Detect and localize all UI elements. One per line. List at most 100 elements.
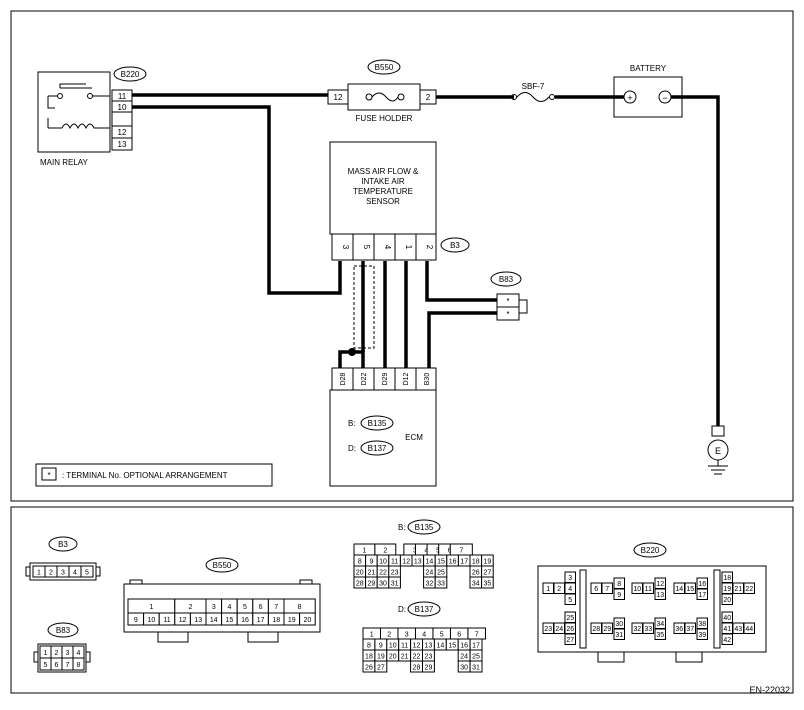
b220-pin-22: 22 (745, 586, 753, 593)
fuse-connector-label: B550 (375, 63, 394, 72)
b137-pin-1: 1 (370, 631, 374, 638)
b135-pin-5: 5 (436, 547, 440, 554)
wire-relay-maf (132, 105, 342, 295)
b220-pin-39: 39 (698, 632, 706, 639)
b135-pin-9: 9 (369, 558, 373, 565)
b137-pin-19: 19 (377, 653, 385, 660)
b137-pin-30: 30 (460, 664, 468, 671)
b137-view-label: B137 (415, 605, 434, 614)
connector-frame (10, 506, 794, 694)
b137-pin-11: 11 (401, 642, 408, 649)
battery: + − BATTERY (613, 64, 683, 118)
ecm-pin-d28: D28 (340, 372, 347, 385)
wire-battery-ground (671, 95, 720, 428)
battery-plus: + (627, 93, 632, 103)
b137-pin-13: 13 (425, 642, 433, 649)
b137-pin-10: 10 (389, 642, 397, 649)
maf-pin-3: 3 (341, 245, 350, 250)
b135-pin-31-cell (388, 576, 401, 589)
b220-pin-4: 4 (568, 586, 572, 593)
b220-pin-15-cell (684, 582, 696, 594)
legend: * : TERMINAL No. OPTIONAL ARRANGEMENT (35, 463, 273, 487)
b137-pin-27: 27 (377, 664, 385, 671)
b135-pin-24: 24 (426, 569, 434, 576)
b220-view-label: B220 (641, 546, 660, 555)
b550-pin-1: 1 (149, 604, 153, 611)
wire-maf2-b83 (425, 261, 497, 302)
splice-point (348, 348, 356, 356)
b550-pin-14: 14 (210, 617, 218, 624)
b3-pin-1: 1 (37, 569, 41, 576)
b137-pin-21: 21 (401, 653, 409, 660)
battery-label: BATTERY (630, 64, 667, 73)
b220-pin-37: 37 (686, 626, 694, 633)
b135-pin-25: 25 (437, 569, 445, 576)
b220-pin-16: 16 (698, 581, 706, 588)
b137-pin-22: 22 (413, 653, 421, 660)
b220-pin-2: 2 (557, 586, 561, 593)
b135-pin-31: 31 (391, 580, 399, 587)
b220-pin-17: 17 (698, 592, 706, 599)
b220-pin-28: 28 (592, 626, 600, 633)
b83-pin-b: * (506, 310, 509, 319)
b137-pin-14: 14 (436, 642, 444, 649)
b137-pin-16: 16 (460, 642, 468, 649)
b550-pin-11: 11 (163, 617, 170, 624)
b220-pin-29-cell (601, 622, 613, 634)
b220-pin-44: 44 (745, 626, 753, 633)
b550-pin-17: 17 (257, 617, 265, 624)
b220-pin-12: 12 (656, 581, 664, 588)
b550-pin-13: 13 (194, 617, 202, 624)
b83-pin-2: 2 (55, 650, 59, 657)
sbf-label: SBF-7 (522, 82, 545, 91)
ecm-pin-d12: D12 (403, 372, 410, 385)
b135-pin-7: 7 (459, 547, 463, 554)
b137-pin-12: 12 (413, 642, 421, 649)
b220-pin-32: 32 (633, 626, 641, 633)
b220-pin-40: 40 (723, 615, 731, 622)
b220-pin-9: 9 (617, 592, 621, 599)
b3-pin-5: 5 (85, 569, 89, 576)
b220-pin-43: 43 (734, 626, 742, 633)
b220-pin-20: 20 (723, 597, 731, 604)
b83-view-label: B83 (56, 626, 71, 635)
b137-pin-20: 20 (389, 653, 397, 660)
maf-pin-1: 1 (404, 245, 413, 250)
b220-pin-11-cell (642, 582, 654, 594)
maf-line-3: TEMPERATURE (353, 187, 413, 196)
b220-pin-38: 38 (698, 621, 706, 628)
b135-pin-16: 16 (449, 558, 457, 565)
b220-pin-8: 8 (617, 581, 621, 588)
b135-pin-8: 8 (358, 558, 362, 565)
maf-pin-2: 2 (425, 245, 434, 250)
b135-pin-33: 33 (437, 580, 445, 587)
legend-text: : TERMINAL No. OPTIONAL ARRANGEMENT (62, 471, 228, 480)
maf-pin-5: 5 (362, 245, 371, 250)
b135-pin-4: 4 (425, 547, 429, 554)
b550-pin-5: 5 (243, 604, 247, 611)
maf-line-2: INTAKE AIR (361, 177, 405, 186)
relay-pin-13: 13 (118, 140, 127, 149)
b137-pin-31-cell (469, 660, 483, 673)
b220-pin-33: 33 (644, 626, 652, 633)
b550-pin-3: 3 (212, 604, 216, 611)
b137-pin-28: 28 (413, 664, 421, 671)
b135-view-label: B135 (415, 523, 434, 532)
b220-pin-17-cell (696, 588, 708, 600)
b137-pin-31: 31 (472, 664, 480, 671)
b220-pin-7: 7 (605, 586, 609, 593)
b220-pin-23: 23 (544, 626, 552, 633)
b135-pin-34: 34 (472, 580, 480, 587)
ground-symbol: E (707, 425, 729, 475)
b83-pin-a: * (506, 297, 509, 306)
b137-prefix: D: (398, 605, 406, 614)
b550-pin-20: 20 (304, 617, 312, 624)
b220-pin-14: 14 (675, 586, 683, 593)
b220-pin-6: 6 (594, 586, 598, 593)
b220-pin-11: 11 (645, 586, 652, 593)
